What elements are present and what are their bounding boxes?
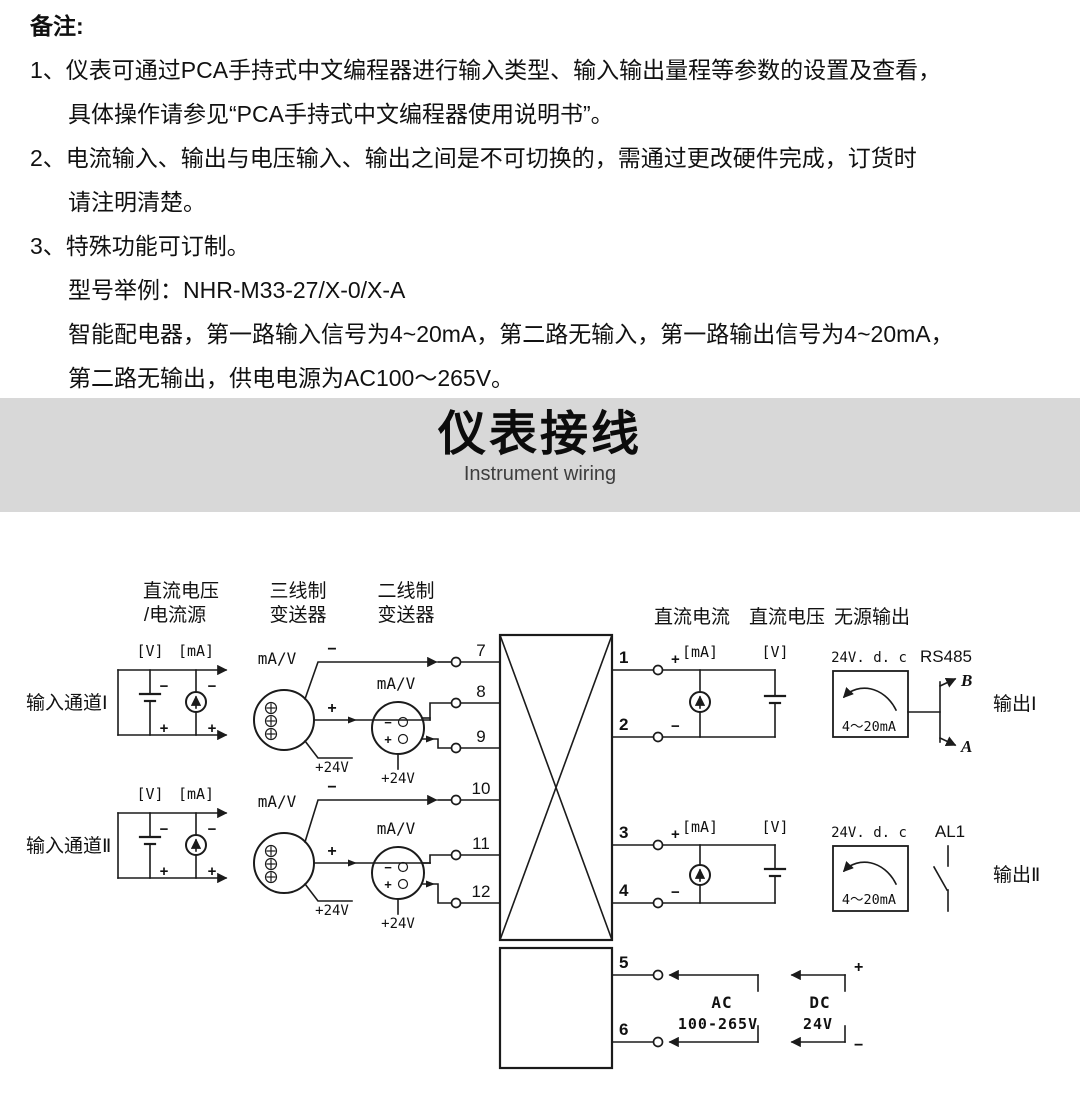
label-al1: AL1: [935, 822, 965, 841]
polarity-plus: +: [208, 720, 217, 737]
terminal-number: 10: [472, 779, 491, 798]
label-ac: AC: [711, 993, 732, 1012]
polarity-minus: −: [671, 884, 680, 901]
terminal-number: 12: [472, 882, 491, 901]
header-two-wire-1: 二线制: [377, 580, 434, 602]
label-24vdc: 24V. d. c: [831, 825, 907, 841]
polarity-minus: −: [208, 678, 217, 695]
terminal-number: 6: [619, 1020, 628, 1039]
banner-subtitle: Instrument wiring: [463, 463, 617, 485]
polarity-plus: +: [671, 651, 680, 668]
polarity-plus: +: [327, 700, 336, 717]
terminal-circles: [450, 656, 664, 1048]
label-dc: DC: [809, 993, 830, 1012]
polarity-plus: +: [384, 732, 392, 747]
polarity-minus: −: [208, 821, 217, 838]
header-three-wire-2: 变送器: [269, 604, 326, 626]
note-line: 2、电流输入、输出与电压输入、输出之间是不可切换的，需通过更改硬件完成，订货时: [30, 145, 917, 171]
label-4-20ma: 4～20mA: [842, 892, 896, 908]
terminal-number: 2: [619, 715, 628, 734]
note-line: 第二路无输出，供电电源为AC100～265V。: [68, 365, 515, 391]
label-output-1: 输出Ⅰ: [993, 693, 1037, 715]
label-ma-bracket: [mA]: [682, 643, 718, 661]
label-4-20ma: 4～20mA: [842, 719, 896, 735]
polarity-minus: −: [384, 715, 392, 730]
header-dc-voltage: 直流电压: [749, 606, 825, 628]
label-v-bracket: [V]: [761, 818, 788, 836]
label-plus24v: +24V: [381, 916, 415, 932]
polarity-minus: −: [160, 678, 169, 695]
label-ac-range: 100-265V: [678, 1015, 758, 1033]
terminal-number: 11: [472, 834, 490, 853]
label-input-channel-1: 输入通道Ⅰ: [26, 692, 108, 714]
isolator-block: [498, 633, 614, 1070]
label-rs485-a: A: [960, 737, 972, 756]
section-banner: 仪表接线 Instrument wiring: [0, 398, 1080, 512]
label-dc-voltage: 24V: [803, 1015, 833, 1033]
label-mav: mA/V: [377, 674, 416, 693]
label-plus24v: +24V: [315, 903, 349, 919]
terminal-number: 4: [619, 881, 629, 900]
note-line: 具体操作请参见“PCA手持式中文编程器使用说明书”。: [68, 101, 614, 127]
label-v-bracket: [V]: [136, 642, 163, 660]
terminal-number: 5: [619, 953, 628, 972]
polarity-plus: +: [384, 877, 392, 892]
polarity-plus: +: [208, 863, 217, 880]
label-mav: mA/V: [258, 649, 297, 668]
label-rs485: RS485: [920, 647, 972, 666]
label-input-channel-2: 输入通道Ⅱ: [26, 835, 111, 857]
label-v-bracket: [V]: [761, 643, 788, 661]
polarity-plus: +: [160, 720, 169, 737]
label-ma-bracket: [mA]: [178, 642, 214, 660]
note-line: 智能配电器，第一路输入信号为4~20mA，第二路无输入，第一路输出信号为4~20…: [68, 321, 954, 347]
label-v-bracket: [V]: [136, 785, 163, 803]
label-plus24v: +24V: [315, 760, 349, 776]
note-line: 3、特殊功能可订制。: [30, 233, 250, 259]
terminal-number: 9: [476, 727, 485, 746]
header-dc-voltage-source-1: 直流电压: [143, 580, 219, 602]
polarity-minus: −: [160, 821, 169, 838]
header-three-wire-1: 三线制: [269, 580, 326, 602]
header-two-wire-2: 变送器: [377, 604, 434, 626]
header-passive-output: 无源输出: [834, 606, 910, 628]
label-mav: mA/V: [377, 819, 416, 838]
polarity-minus: −: [854, 1037, 863, 1054]
polarity-plus: +: [160, 863, 169, 880]
label-mav: mA/V: [258, 792, 297, 811]
polarity-plus: +: [327, 843, 336, 860]
polarity-plus: +: [854, 959, 863, 976]
label-ma-bracket: [mA]: [682, 818, 718, 836]
polarity-minus: −: [327, 779, 336, 796]
wiring-lines: [117, 656, 957, 1048]
notes-title: 备注:: [30, 13, 84, 39]
wiring-diagram: 直流电压 /电流源 三线制 变送器 二线制 变送器 直流电流 直流电压 无源输出…: [26, 580, 1040, 1070]
polarity-plus: +: [671, 826, 680, 843]
label-plus24v: +24V: [381, 771, 415, 787]
terminal-number: 3: [619, 823, 628, 842]
polarity-minus: −: [327, 641, 336, 658]
notes-section: 备注: 1、仪表可通过PCA手持式中文编程器进行输入类型、输入输出量程等参数的设…: [30, 4, 1065, 400]
label-ma-bracket: [mA]: [178, 785, 214, 803]
label-24vdc: 24V. d. c: [831, 650, 907, 666]
terminal-number: 1: [619, 648, 628, 667]
banner-title: 仪表接线: [437, 408, 642, 461]
polarity-minus: −: [384, 860, 392, 875]
terminal-number: 7: [476, 641, 485, 660]
header-dc-current: 直流电流: [654, 606, 730, 628]
terminal-number: 8: [476, 682, 485, 701]
note-line: 1、仪表可通过PCA手持式中文编程器进行输入类型、输入输出量程等参数的设置及查看…: [30, 57, 942, 83]
note-line: 请注明清楚。: [68, 189, 206, 215]
label-output-2: 输出Ⅱ: [993, 864, 1040, 886]
header-dc-voltage-source-2: /电流源: [144, 604, 206, 626]
label-rs485-b: B: [960, 671, 972, 690]
polarity-minus: −: [671, 718, 680, 735]
note-line: 型号举例：NHR-M33-27/X-0/X-A: [68, 277, 406, 303]
